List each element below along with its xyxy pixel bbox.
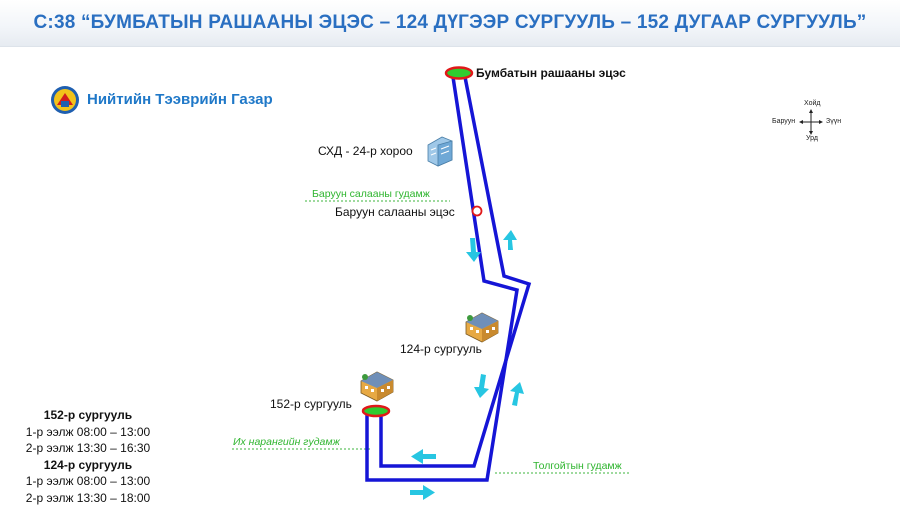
direction-arrow-down-1 (466, 238, 481, 262)
schedule-124-shift-2: 2-р ээлж 13:30 – 18:00 (25, 490, 151, 505)
terminal-stop-start-label: Бумбатын рашааны эцэс (476, 66, 626, 80)
compass-south-label: Урд (806, 135, 818, 142)
route-title: С:38 “БУМБАТЫН РАШААНЫ ЭЦЭС – 124 ДҮГЭЭР… (33, 12, 867, 33)
school-152-label: 152-р сургууль (270, 397, 352, 411)
street-tolgoit-label: Толгойтын гудамж (533, 460, 622, 472)
schedule-panel: 152-р сургууль 1-р ээлж 08:00 – 13:00 2-… (8, 407, 168, 506)
terminal-stop-start (444, 66, 474, 80)
organization-name: Нийтийн Тээврийн Газар (87, 91, 273, 108)
school-124-label: 124-р сургууль (400, 342, 482, 356)
schedule-152-shift-1: 1-р ээлж 08:00 – 13:00 (25, 424, 151, 439)
skhd-landmark-label: СХД - 24-р хороо (318, 144, 413, 158)
schedule-school-152-title: 152-р сургууль (43, 408, 133, 422)
compass-north-label: Хойд (804, 100, 821, 107)
direction-arrow-up-2 (510, 382, 524, 406)
schedule-124-shift-1: 1-р ээлж 08:00 – 13:00 (25, 474, 151, 488)
emblem-icon (51, 86, 79, 114)
compass-west-label: Баруун (772, 118, 796, 125)
direction-arrow-up-1 (503, 230, 517, 250)
route-line-inner (379, 76, 532, 468)
schedule-152-shift-2: 2-р ээлж 13:30 – 16:30 (25, 441, 151, 455)
compass-rose: Хойд Урд Баруун Зүүн (770, 100, 842, 144)
school-124-icon (465, 312, 499, 343)
schedule-school-124-title: 124-р сургууль (43, 457, 133, 472)
terminal-stop-152 (361, 404, 391, 418)
compass-east-label: Зүүн (826, 118, 842, 125)
office-building-icon (427, 136, 453, 167)
route-line-outer (365, 76, 519, 482)
header-bar: С:38 “БУМБАТЫН РАШААНЫ ЭЦЭС – 124 ДҮГЭЭР… (0, 0, 900, 47)
direction-arrow-right (410, 485, 435, 500)
direction-arrow-down-2 (474, 374, 489, 398)
stop-baruun-salaa-label: Баруун салааны эцэс (335, 205, 455, 219)
stop-baruun-salaa (471, 205, 483, 217)
compass-arrows-icon (799, 109, 823, 135)
direction-arrow-left (411, 449, 436, 464)
school-152-icon (360, 371, 394, 402)
street-baruun-salaa-label: Баруун салааны гудамж (312, 188, 430, 200)
street-ikh-narangiin-label: Их наранги­йн гудамж (233, 436, 340, 448)
